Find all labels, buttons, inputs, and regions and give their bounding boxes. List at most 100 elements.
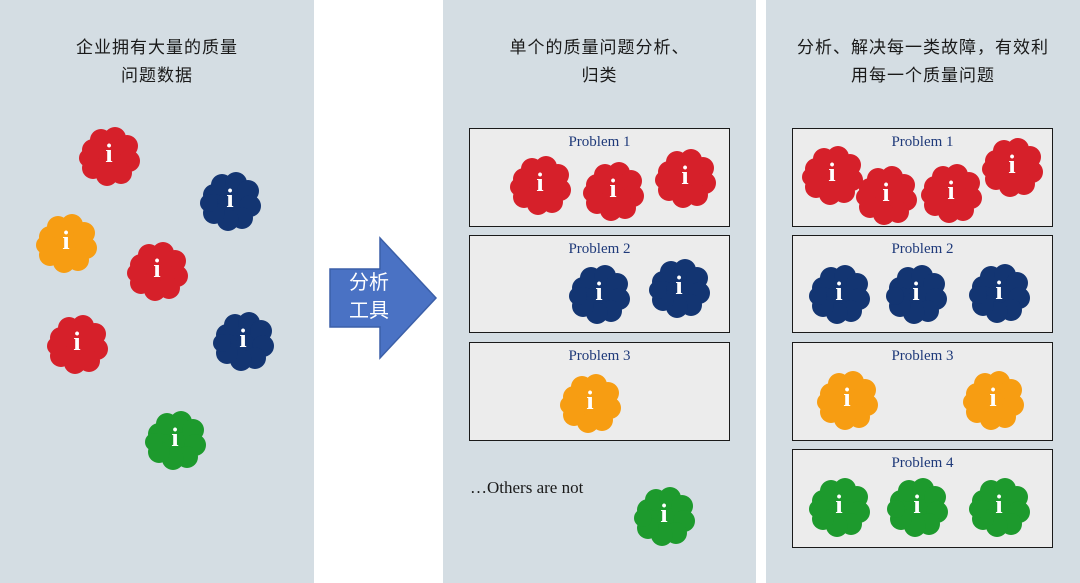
panel-title: 分析、解决每一类故障，有效利 用每一个质量问题 xyxy=(766,34,1080,90)
panel-title-line: 企业拥有大量的质量 xyxy=(76,38,238,58)
cloud-shape xyxy=(145,411,206,470)
cloud-shape xyxy=(969,264,1030,323)
info-cloud-icon: i xyxy=(856,166,917,225)
info-glyph: i xyxy=(62,226,70,255)
cloud-shape xyxy=(886,265,947,324)
info-cloud-icon: i xyxy=(569,265,630,324)
cloud-shape xyxy=(887,478,948,537)
problem-label: Problem 3 xyxy=(891,348,954,364)
cloud-shape xyxy=(79,127,140,186)
info-glyph: i xyxy=(105,139,113,168)
info-cloud-icon: i xyxy=(47,315,108,374)
problem-label: Problem 2 xyxy=(891,241,954,257)
info-glyph: i xyxy=(947,176,955,205)
info-cloud-icon: i xyxy=(649,259,710,318)
info-glyph: i xyxy=(835,277,843,306)
info-glyph: i xyxy=(843,383,851,412)
cloud-shape xyxy=(127,242,188,301)
info-glyph: i xyxy=(73,327,81,356)
panel-title-line: 归类 xyxy=(581,66,618,86)
info-glyph: i xyxy=(835,490,843,519)
info-glyph: i xyxy=(995,276,1003,305)
info-glyph: i xyxy=(660,499,668,528)
info-cloud-icon: i xyxy=(583,162,644,221)
info-cloud-icon: i xyxy=(634,487,695,546)
info-glyph: i xyxy=(882,178,890,207)
cloud-shape xyxy=(856,166,917,225)
cloud-shape xyxy=(649,259,710,318)
cloud-shape xyxy=(969,478,1030,537)
problem-label: Problem 2 xyxy=(568,241,631,257)
others-note: …Others are not xyxy=(470,478,584,497)
info-glyph: i xyxy=(536,168,544,197)
info-glyph: i xyxy=(609,174,617,203)
cloud-shape xyxy=(921,164,982,223)
info-glyph: i xyxy=(171,423,179,452)
cloud-shape xyxy=(36,214,97,273)
info-cloud-icon: i xyxy=(802,146,863,205)
analysis-tool-arrow: 分析 工具 xyxy=(328,236,438,360)
problem-label: Problem 1 xyxy=(891,134,954,150)
info-glyph: i xyxy=(1008,150,1016,179)
info-glyph: i xyxy=(675,271,683,300)
cloud-shape xyxy=(809,478,870,537)
cloud-shape xyxy=(809,265,870,324)
info-cloud-icon: i xyxy=(809,265,870,324)
cloud-shape xyxy=(510,156,571,215)
cloud-shape xyxy=(47,315,108,374)
info-cloud-icon: i xyxy=(560,374,621,433)
panel-title-line: 用每一个质量问题 xyxy=(851,66,995,86)
info-glyph: i xyxy=(595,277,603,306)
cloud-shape xyxy=(200,172,261,231)
info-glyph: i xyxy=(153,254,161,283)
problem-box: Problem 3 i xyxy=(469,342,730,441)
classification-panel: 单个的质量问题分析、 归类 Problem 1 i i i Problem 2 … xyxy=(443,0,756,583)
problem-label: Problem 1 xyxy=(568,134,631,150)
cloud-shape xyxy=(213,312,274,371)
arrow-label-line: 分析 xyxy=(349,270,389,294)
cloud-shape xyxy=(655,149,716,208)
info-cloud-icon: i xyxy=(145,411,206,470)
cloud-shape xyxy=(560,374,621,433)
info-glyph: i xyxy=(226,184,234,213)
panel-title-line: 问题数据 xyxy=(121,66,193,86)
info-cloud-icon: i xyxy=(969,478,1030,537)
raw-quality-data-panel: 企业拥有大量的质量 问题数据 i i i i i i i xyxy=(0,0,314,583)
info-cloud-icon: i xyxy=(79,127,140,186)
panel-title: 企业拥有大量的质量 问题数据 xyxy=(0,34,314,90)
problem-label: Problem 3 xyxy=(568,348,631,364)
info-glyph: i xyxy=(681,161,689,190)
info-cloud-icon: i xyxy=(921,164,982,223)
info-cloud-icon: i xyxy=(655,149,716,208)
info-glyph: i xyxy=(828,158,836,187)
info-glyph: i xyxy=(913,490,921,519)
cloud-shape xyxy=(982,138,1043,197)
resolution-panel: 分析、解决每一类故障，有效利 用每一个质量问题 Problem 1 i i i … xyxy=(766,0,1080,583)
cloud-shape xyxy=(963,371,1024,430)
info-cloud-icon: i xyxy=(510,156,571,215)
info-cloud-icon: i xyxy=(36,214,97,273)
info-glyph: i xyxy=(995,490,1003,519)
info-cloud-icon: i xyxy=(886,265,947,324)
cloud-shape xyxy=(802,146,863,205)
info-cloud-icon: i xyxy=(809,478,870,537)
panel-title-line: 单个的质量问题分析、 xyxy=(509,38,690,58)
panel-title-line: 分析、解决每一类故障，有效利 xyxy=(797,38,1049,58)
problem-box: Problem 4 i i i xyxy=(792,449,1053,548)
panel-title: 单个的质量问题分析、 归类 xyxy=(443,34,756,90)
problem-label: Problem 4 xyxy=(891,455,954,471)
cloud-shape xyxy=(583,162,644,221)
info-glyph: i xyxy=(586,386,594,415)
info-cloud-icon: i xyxy=(887,478,948,537)
problem-box: Problem 1 i i i i xyxy=(792,128,1053,227)
cloud-shape xyxy=(634,487,695,546)
info-cloud-icon: i xyxy=(963,371,1024,430)
info-glyph: i xyxy=(989,383,997,412)
info-glyph: i xyxy=(239,324,247,353)
problem-box: Problem 2 i i i xyxy=(792,235,1053,333)
info-cloud-icon: i xyxy=(127,242,188,301)
info-glyph: i xyxy=(912,277,920,306)
info-cloud-icon: i xyxy=(213,312,274,371)
info-cloud-icon: i xyxy=(200,172,261,231)
info-cloud-icon: i xyxy=(982,138,1043,197)
